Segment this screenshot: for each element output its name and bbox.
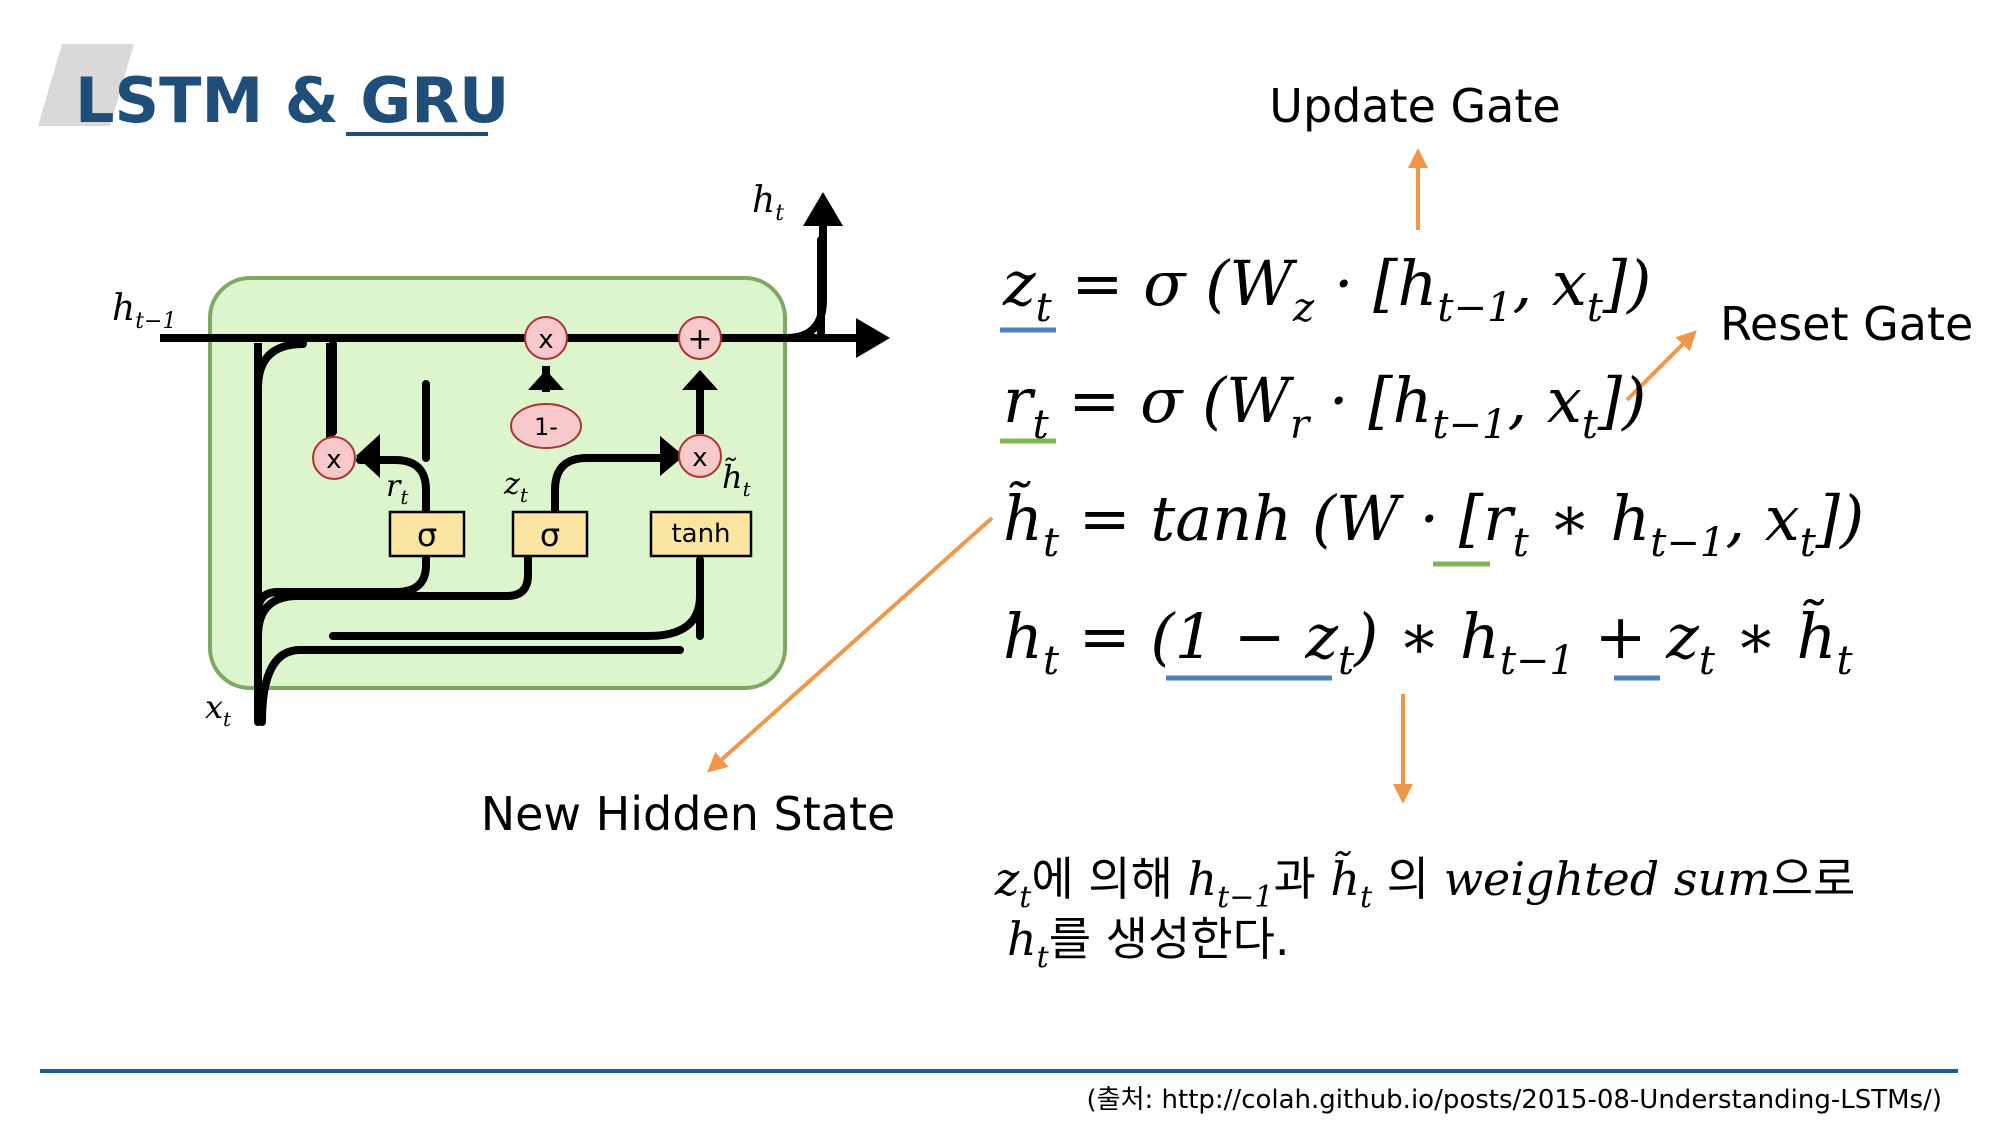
one-minus-op-label: 1- xyxy=(534,413,558,441)
sigma-gate-update xyxy=(511,510,589,558)
source-citation: (출처: http://colah.github.io/posts/2015-0… xyxy=(1087,1085,1942,1115)
title-accent-shape xyxy=(38,44,134,126)
label-h-output: ht xyxy=(752,180,784,226)
mult-op-mid-label: x xyxy=(692,443,707,473)
cell-box xyxy=(208,276,787,690)
slide-title: LSTM & GRU xyxy=(75,64,509,137)
plus-op-label: + xyxy=(687,322,712,357)
equation-hidden-state: ht = (1 − zt) ∗ ht−1 + zt ∗ h̃t xyxy=(1003,599,1853,684)
reset-gate-arrow xyxy=(1625,330,1697,402)
mult-op-mid xyxy=(678,434,722,478)
new-hidden-state-arrow xyxy=(707,516,994,773)
sigma-gate-reset-label: σ xyxy=(417,516,437,554)
explanation-line-1: zt에 의해 ht−1과 h̃t 의 weighted sum으로 xyxy=(994,850,1855,915)
label-htilde: h̃t xyxy=(722,458,752,501)
explanation-line-2: ht를 생성한다. xyxy=(1007,912,1290,975)
output-wire xyxy=(785,222,827,342)
equation-candidate-state: h̃t = tanh (W · [rt ∗ ht−1, xt]) xyxy=(1003,481,1864,566)
output-arrowhead xyxy=(803,192,843,226)
mult-op-top xyxy=(524,316,568,360)
label-r: rt xyxy=(386,469,409,509)
title-part-lstm: LSTM & xyxy=(75,64,360,137)
tanh-gate xyxy=(649,510,753,558)
update-gate-label: Update Gate xyxy=(1269,79,1560,133)
gru-cell-diagram: σ σ tanh x x + x 1- ht−1 xt ht rt zt h̃t xyxy=(112,180,890,731)
equation-update-gate: zt = σ (Wz · [ht−1, xt]) xyxy=(1002,247,1651,331)
mult-op-reset-label: x xyxy=(326,445,341,475)
equation-reset-gate: rt = σ (Wr · [ht−1, xt]) xyxy=(1003,364,1646,448)
label-z: zt xyxy=(503,467,529,507)
title-part-gru: GRU xyxy=(360,64,509,137)
tanh-gate-label: tanh xyxy=(671,519,730,549)
sigma-gate-update-label: σ xyxy=(540,516,560,554)
htilde-to-plus-arrowhead xyxy=(682,370,718,390)
one-minus-op xyxy=(510,403,582,449)
sigma-gate-reset xyxy=(388,510,466,558)
mult-op-top-label: x xyxy=(538,325,553,355)
z-to-mult-arrowhead xyxy=(660,436,684,476)
mult-op-reset xyxy=(312,436,356,480)
r-to-mult-arrowhead xyxy=(356,434,380,478)
plus-op xyxy=(678,316,722,360)
label-h-prev: ht−1 xyxy=(112,288,176,334)
reset-gate-label: Reset Gate xyxy=(1720,297,1973,351)
hidden-state-arrowhead xyxy=(856,318,890,358)
equations: zt = σ (Wz · [ht−1, xt]) rt = σ (Wr · [h… xyxy=(1000,247,1864,684)
new-hidden-state-label: New Hidden State xyxy=(481,787,896,841)
label-x-input: xt xyxy=(205,688,232,731)
